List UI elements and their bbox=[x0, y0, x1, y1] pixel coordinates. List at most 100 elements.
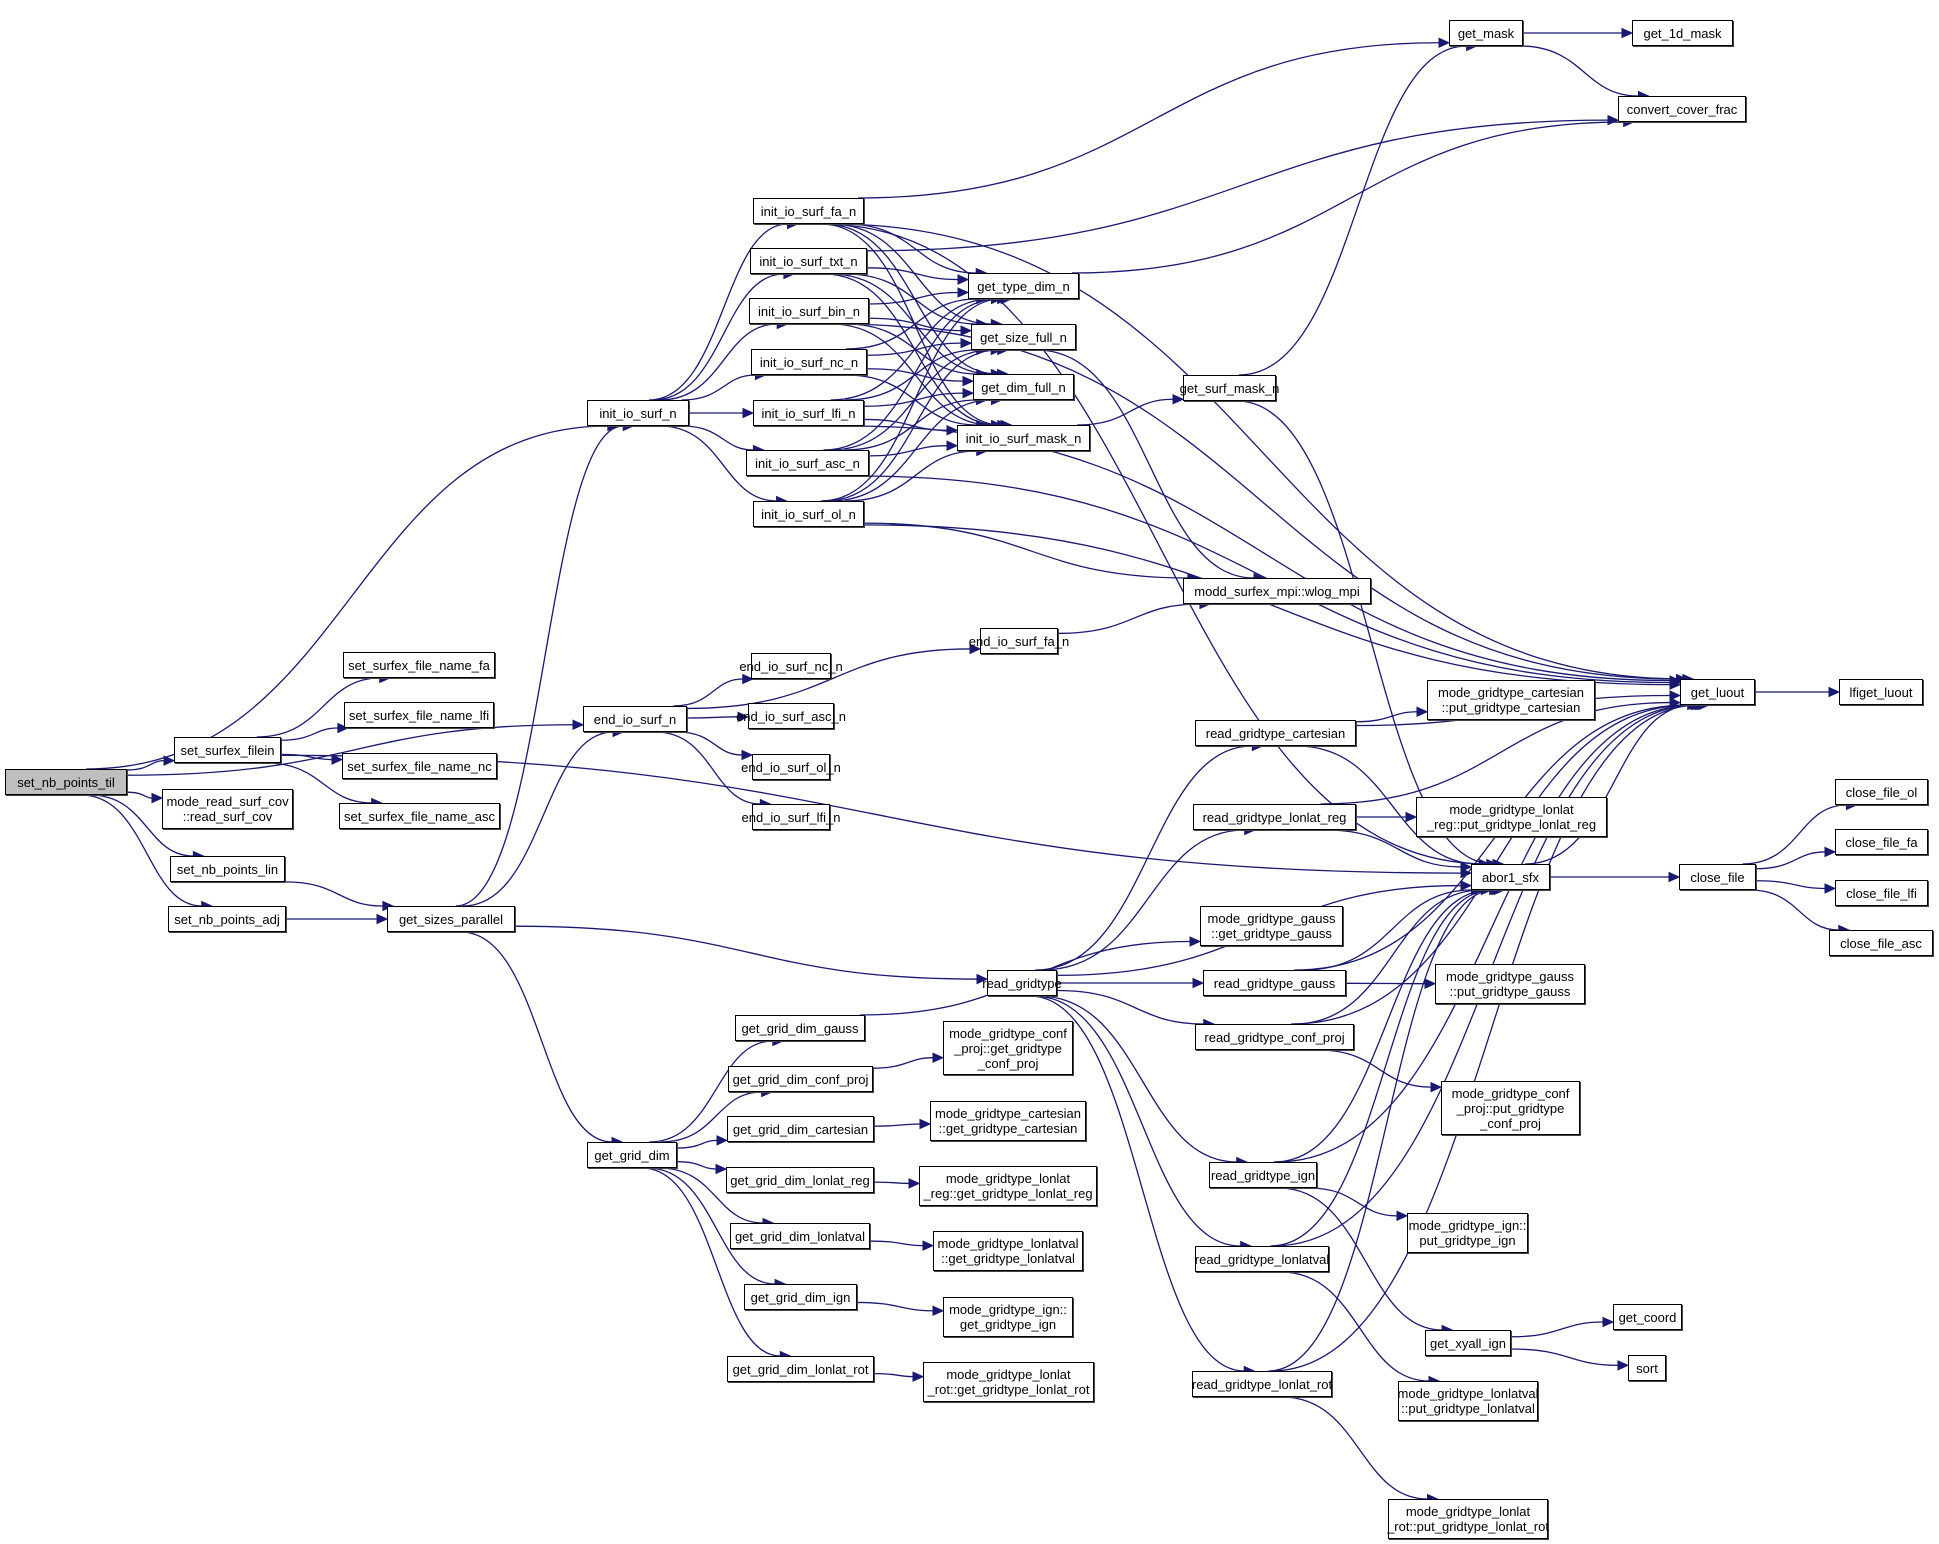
node-get-dim-full-n[interactable]: get_dim_full_n bbox=[973, 374, 1074, 400]
node-read-gridtype-lonlat-reg[interactable]: read_gridtype_lonlat_reg bbox=[1193, 804, 1356, 830]
node-get-grid-dim-ign[interactable]: get_grid_dim_ign bbox=[744, 1284, 857, 1310]
node-close-file-ol[interactable]: close_file_ol bbox=[1835, 779, 1928, 805]
edge-init-io-surf-n-to-init-io-surf-bin-n bbox=[659, 323, 778, 401]
node-get-gridtype-gauss[interactable]: mode_gridtype_gauss ::get_gridtype_gauss bbox=[1200, 906, 1343, 946]
node-close-file-asc[interactable]: close_file_asc bbox=[1829, 930, 1933, 956]
edge-read-gridtype-ign-to-put-gridtype-ign bbox=[1308, 1187, 1398, 1217]
node-init-io-surf-fa-n[interactable]: init_io_surf_fa_n bbox=[753, 198, 864, 224]
node-get-surf-mask-n[interactable]: get_surf_mask_n bbox=[1180, 375, 1279, 401]
node-wlog-mpi[interactable]: modd_surfex_mpi::wlog_mpi bbox=[1183, 578, 1371, 604]
node-init-io-surf-mask-n[interactable]: init_io_surf_mask_n bbox=[957, 425, 1090, 451]
node-read-gridtype-ign[interactable]: read_gridtype_ign bbox=[1209, 1162, 1317, 1188]
node-read-gridtype-conf-proj[interactable]: read_gridtype_conf_proj bbox=[1195, 1024, 1354, 1050]
node-put-gridtype-lonlatval[interactable]: mode_gridtype_lonlatval ::put_gridtype_l… bbox=[1398, 1381, 1538, 1421]
edge-get-xyall-ign-to-sort bbox=[1510, 1348, 1619, 1366]
node-set-surfex-filein[interactable]: set_surfex_filein bbox=[174, 737, 281, 763]
arrowhead-icon bbox=[962, 375, 975, 387]
edge-get-sizes-parallel-to-get-grid-dim bbox=[460, 931, 613, 1143]
node-close-file[interactable]: close_file bbox=[1679, 864, 1756, 890]
node-get-grid-dim-gauss[interactable]: get_grid_dim_gauss bbox=[735, 1015, 865, 1041]
node-get-grid-dim-lonlatval[interactable]: get_grid_dim_lonlatval bbox=[730, 1223, 870, 1249]
node-get-gridtype-cartesian[interactable]: mode_gridtype_cartesian ::get_gridtype_c… bbox=[930, 1101, 1086, 1141]
node-get-type-dim-n[interactable]: get_type_dim_n bbox=[968, 273, 1079, 299]
node-put-gridtype-cartesian[interactable]: mode_gridtype_cartesian ::put_gridtype_c… bbox=[1427, 680, 1595, 720]
node-get-grid-dim-lonlat-reg[interactable]: get_grid_dim_lonlat_reg bbox=[726, 1167, 874, 1193]
edge-set-nb-points-til-to-set-nb-points-lin bbox=[90, 794, 194, 857]
node-get-sizes-parallel[interactable]: get_sizes_parallel bbox=[387, 906, 515, 932]
node-get-1d-mask[interactable]: get_1d_mask bbox=[1632, 20, 1733, 46]
node-put-gridtype-lonlat-rot[interactable]: mode_gridtype_lonlat _rot::put_gridtype_… bbox=[1387, 1499, 1549, 1539]
node-sort[interactable]: sort bbox=[1628, 1355, 1666, 1381]
node-get-gridtype-lonlat-rot[interactable]: mode_gridtype_lonlat _rot::get_gridtype_… bbox=[923, 1362, 1094, 1402]
node-read-gridtype-lonlat-rot[interactable]: read_gridtype_lonlat_rot bbox=[1192, 1371, 1332, 1397]
node-init-io-surf-n[interactable]: init_io_surf_n bbox=[587, 400, 689, 426]
edge-abor1-sfx-to-get-luout bbox=[1525, 704, 1693, 865]
edge-init-io-surf-ol-n-to-get-dim-full-n bbox=[830, 399, 992, 502]
edge-read-gridtype-to-read-gridtype-lonlat-rot bbox=[1029, 995, 1245, 1372]
edge-read-gridtype-lonlat-reg-to-get-luout bbox=[1320, 701, 1671, 805]
edge-init-io-surf-n-to-init-io-surf-ol-n bbox=[659, 425, 777, 502]
node-end-io-surf-fa-n[interactable]: end_io_surf_fa_n bbox=[969, 628, 1069, 654]
node-init-io-surf-txt-n[interactable]: init_io_surf_txt_n bbox=[750, 248, 867, 274]
node-init-io-surf-nc-n[interactable]: init_io_surf_nc_n bbox=[751, 349, 867, 375]
node-convert-cover-frac[interactable]: convert_cover_frac bbox=[1618, 96, 1746, 122]
node-init-io-surf-bin-n[interactable]: init_io_surf_bin_n bbox=[749, 298, 869, 324]
arrowhead-icon bbox=[912, 1371, 925, 1382]
node-get-mask[interactable]: get_mask bbox=[1449, 20, 1523, 46]
node-get-coord[interactable]: get_coord bbox=[1613, 1304, 1682, 1330]
edge-get-grid-dim-lonlatval-to-get-gridtype-lonlatval bbox=[869, 1240, 924, 1247]
node-set-nb-points-lin[interactable]: set_nb_points_lin bbox=[170, 856, 285, 882]
node-set-surfex-file-name-nc[interactable]: set_surfex_file_name_nc bbox=[342, 753, 497, 779]
node-set-surfex-file-name-lfi[interactable]: set_surfex_file_name_lfi bbox=[344, 702, 494, 728]
node-read-gridtype[interactable]: read_gridtype bbox=[982, 970, 1062, 996]
node-set-nb-points-adj[interactable]: set_nb_points_adj bbox=[168, 906, 286, 932]
arrowhead-icon bbox=[1430, 1081, 1443, 1093]
node-close-file-fa[interactable]: close_file_fa bbox=[1835, 829, 1928, 855]
node-close-file-lfi[interactable]: close_file_lfi bbox=[1835, 880, 1928, 906]
node-get-size-full-n[interactable]: get_size_full_n bbox=[971, 324, 1076, 350]
node-read-surf-cov[interactable]: mode_read_surf_cov ::read_surf_cov bbox=[162, 789, 293, 829]
node-get-gridtype-lonlatval[interactable]: mode_gridtype_lonlatval ::get_gridtype_l… bbox=[933, 1231, 1083, 1271]
node-read-gridtype-gauss[interactable]: read_gridtype_gauss bbox=[1203, 970, 1346, 996]
arrowhead-icon bbox=[1669, 679, 1682, 690]
edge-init-io-surf-fa-n-to-get-size-full-n bbox=[830, 223, 992, 325]
node-get-grid-dim-cartesian[interactable]: get_grid_dim_cartesian bbox=[727, 1116, 874, 1142]
node-get-grid-dim-conf-proj[interactable]: get_grid_dim_conf_proj bbox=[728, 1066, 873, 1092]
edge-end-io-surf-n-to-end-io-surf-lfi-n bbox=[655, 731, 761, 805]
arrowhead-icon bbox=[741, 749, 754, 761]
edge-init-io-surf-bin-n-to-get-size-full-n bbox=[868, 317, 962, 332]
node-init-io-surf-asc-n[interactable]: init_io_surf_asc_n bbox=[746, 450, 869, 476]
node-lfiget-luout[interactable]: lfiget_luout bbox=[1839, 679, 1923, 705]
node-end-io-surf-ol-n[interactable]: end_io_surf_ol_n bbox=[741, 754, 841, 780]
node-put-gridtype-ign[interactable]: mode_gridtype_ign:: put_gridtype_ign bbox=[1407, 1213, 1528, 1253]
node-get-grid-dim-lonlat-rot[interactable]: get_grid_dim_lonlat_rot bbox=[727, 1356, 874, 1382]
edge-init-io-surf-bin-n-to-get-type-dim-n bbox=[868, 291, 959, 305]
node-get-grid-dim[interactable]: get_grid_dim bbox=[587, 1142, 677, 1168]
arrowhead-icon bbox=[1828, 686, 1841, 698]
node-read-gridtype-lonlatval[interactable]: read_gridtype_lonlatval bbox=[1195, 1246, 1329, 1272]
node-end-io-surf-nc-n[interactable]: end_io_surf_nc_n bbox=[739, 653, 843, 679]
node-put-gridtype-gauss[interactable]: mode_gridtype_gauss ::put_gridtype_gauss bbox=[1435, 964, 1585, 1004]
arrowhead-icon bbox=[1668, 871, 1681, 883]
node-get-gridtype-conf-proj[interactable]: mode_gridtype_conf _proj::get_gridtype _… bbox=[943, 1021, 1073, 1075]
node-put-gridtype-lonlat-reg[interactable]: mode_gridtype_lonlat _reg::put_gridtype_… bbox=[1416, 797, 1607, 837]
arrowhead-icon bbox=[1438, 37, 1451, 48]
node-init-io-surf-ol-n[interactable]: init_io_surf_ol_n bbox=[753, 501, 864, 527]
node-get-luout[interactable]: get_luout bbox=[1680, 679, 1755, 705]
node-init-io-surf-lfi-n[interactable]: init_io_surf_lfi_n bbox=[753, 400, 864, 426]
edge-set-surfex-filein-to-abor1-sfx bbox=[280, 754, 1462, 874]
arrowhead-icon bbox=[742, 407, 755, 419]
node-end-io-surf-n[interactable]: end_io_surf_n bbox=[583, 706, 687, 732]
arrowhead-icon bbox=[1424, 978, 1437, 989]
node-get-gridtype-ign[interactable]: mode_gridtype_ign:: get_gridtype_ign bbox=[943, 1297, 1073, 1337]
node-put-gridtype-conf-proj[interactable]: mode_gridtype_conf _proj::put_gridtype _… bbox=[1441, 1081, 1580, 1135]
node-end-io-surf-lfi-n[interactable]: end_io_surf_lfi_n bbox=[741, 804, 841, 830]
node-end-io-surf-asc-n[interactable]: end_io_surf_asc_n bbox=[736, 703, 846, 729]
node-abor1-sfx[interactable]: abor1_sfx bbox=[1471, 864, 1550, 890]
node-set-surfex-file-name-fa[interactable]: set_surfex_file_name_fa bbox=[343, 652, 495, 678]
node-get-xyall-ign[interactable]: get_xyall_ign bbox=[1425, 1330, 1511, 1356]
node-read-gridtype-cartesian[interactable]: read_gridtype_cartesian bbox=[1195, 720, 1356, 746]
arrowhead-icon bbox=[1602, 1316, 1615, 1328]
node-get-gridtype-lonlat-reg[interactable]: mode_gridtype_lonlat _reg::get_gridtype_… bbox=[919, 1166, 1097, 1206]
node-set-surfex-file-name-asc[interactable]: set_surfex_file_name_asc bbox=[339, 803, 500, 829]
